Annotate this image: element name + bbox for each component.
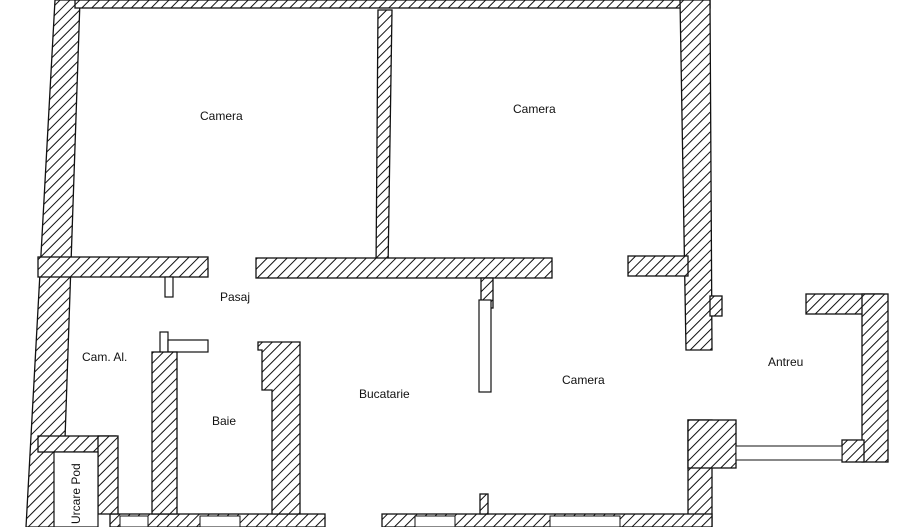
wall-baie-right [257,341,301,515]
door-jamb-pasaj [164,276,174,298]
partition-kitchen-camera [478,299,492,393]
wall-baie-top-stub [167,339,209,353]
room-label-baie: Baie [212,414,236,428]
room-label-camera-top-right: Camera [513,102,556,116]
wall-urcare-pod-right [97,435,119,515]
room-label-pasaj: Pasaj [220,290,250,304]
window-bottom-3 [199,515,241,527]
room-label-bucatarie: Bucatarie [359,387,410,401]
urcare-pod-stair [53,451,99,527]
wall-under-camera-left [37,256,209,278]
wall-under-camera-right [627,255,689,277]
window-antreu [735,445,843,461]
wall-outer-right-upper [679,0,713,351]
wall-between-top-rooms [375,9,393,271]
room-label-cam-al: Cam. Al. [82,350,127,364]
wall-under-camera-mid [255,257,553,279]
window-bottom-2 [549,515,621,527]
room-label-antreu: Antreu [768,355,803,369]
wall-baie-left [151,351,178,515]
wall-outer-bottom-1 [381,513,713,527]
wall-kitchen-bottom-stub [479,493,489,515]
wall-antreu-right [861,293,889,463]
room-label-urcare-pod: Urcare Pod [69,463,83,524]
wall-stub-right [709,295,723,317]
room-label-camera-right: Camera [562,373,605,387]
wall-outer-top [74,0,711,9]
wall-antreu-inner [841,439,865,463]
window-bottom-4 [119,515,149,527]
window-bottom-1 [414,515,456,527]
room-label-camera-top-left: Camera [200,109,243,123]
wall-antreu-bottom-left [687,419,737,469]
